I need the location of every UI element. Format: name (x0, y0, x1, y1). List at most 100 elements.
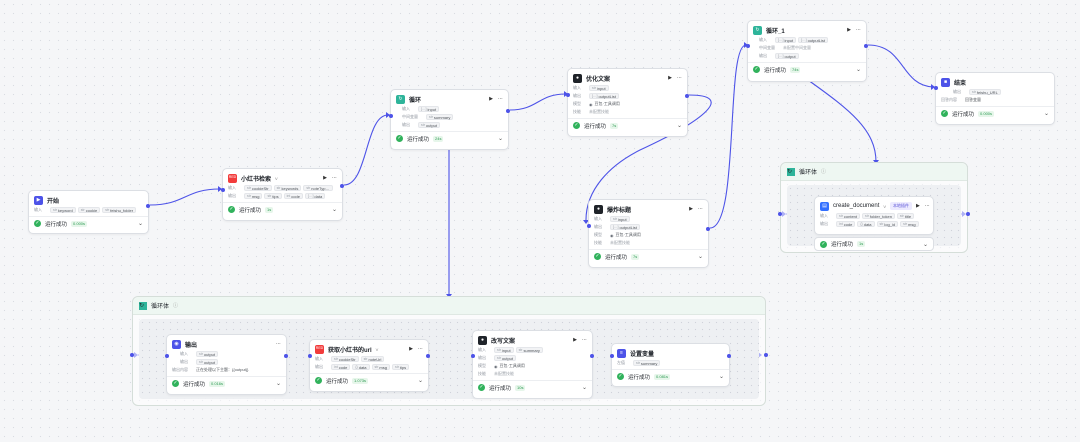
play-icon[interactable]: ▶ (323, 175, 327, 181)
input-port[interactable] (165, 354, 169, 358)
output-pill: […]outputList (610, 224, 640, 230)
chevron-down-icon[interactable]: ⌄ (718, 374, 724, 380)
run-status-bar[interactable]: ✓ 运行成功 24s ⌄ (391, 131, 508, 145)
chevron-down-icon[interactable]: ⌄ (676, 123, 682, 129)
container-input-port[interactable] (778, 212, 782, 216)
more-icon[interactable]: ⋯ (856, 27, 861, 33)
more-icon[interactable]: ⋯ (498, 96, 503, 102)
output-port[interactable] (864, 44, 868, 48)
input-port[interactable] (471, 354, 475, 358)
play-icon[interactable]: ▶ (489, 96, 493, 102)
play-icon[interactable]: ▶ (409, 346, 413, 352)
content-value: 正在处理以下主题：{{output}} (196, 367, 249, 372)
chevron-down-icon[interactable]: ⌄ (855, 67, 861, 73)
chevron-down-icon[interactable]: ⌄ (697, 254, 703, 260)
chevron-down-icon[interactable]: ⌄ (1043, 111, 1049, 117)
play-icon[interactable]: ▶ (689, 206, 693, 212)
more-icon[interactable]: ⋯ (276, 341, 281, 347)
run-status-bar[interactable]: ✓ 运行成功 1s ⌄ (223, 202, 342, 216)
output-port[interactable] (727, 354, 731, 358)
chevron-down-icon[interactable]: ⌄ (417, 378, 423, 384)
chevron-down-icon[interactable]: ⌄ (497, 136, 503, 142)
more-icon[interactable]: ⋯ (332, 175, 337, 181)
more-icon[interactable]: ⋯ (582, 337, 587, 343)
run-status-bar[interactable]: ✓ 运行成功 7s ⌄ (589, 249, 708, 263)
input-label: 输入 (228, 185, 236, 190)
skill-label: 技能 (573, 109, 581, 114)
run-status-bar[interactable]: ✓ 运行成功 1.073s ⌄ (310, 373, 428, 387)
success-check-icon: ✓ (34, 220, 41, 227)
container-input-port[interactable] (130, 353, 134, 357)
output-label: 输出 (180, 359, 188, 364)
input-port[interactable] (308, 354, 312, 358)
chevron-down-icon[interactable]: ⌄ (581, 385, 587, 391)
chevron-down-icon[interactable]: ⌄ (922, 241, 928, 248)
info-icon[interactable]: ⓘ (821, 169, 827, 175)
container-output-port[interactable] (966, 212, 970, 216)
output-port[interactable] (426, 354, 430, 358)
local-plugin-badge[interactable]: 本地插件 (890, 202, 913, 210)
run-status-bar[interactable]: ✓ 运行成功 0.000s ⌄ (936, 106, 1054, 120)
play-icon[interactable]: ▶ (847, 27, 851, 33)
play-icon[interactable]: ▶ (916, 203, 920, 209)
play-icon[interactable]: ▶ (668, 75, 672, 81)
more-icon[interactable]: ⋯ (418, 346, 423, 352)
skill-value: 未配置技能 (494, 371, 514, 376)
output-label: 输出 (953, 89, 961, 94)
output-pill: {}data (352, 364, 370, 370)
success-check-icon: ✓ (228, 206, 235, 213)
create-document-status[interactable]: ✓ 运行成功 1s ⌄ (814, 237, 934, 251)
play-icon[interactable]: ▶ (573, 337, 577, 343)
input-label: 输入 (478, 347, 486, 352)
output-port[interactable] (340, 184, 344, 188)
more-icon[interactable]: ⋯ (677, 75, 682, 81)
output-label: 输出 (759, 53, 767, 58)
chevron-down-icon[interactable]: ⌄ (331, 207, 337, 213)
more-icon[interactable]: ⋯ (698, 206, 703, 212)
info-icon[interactable]: ⓘ (173, 303, 179, 309)
run-status-bar[interactable]: ✓ 运行成功 10s ⌄ (473, 380, 592, 394)
chevron-down-icon[interactable]: ⌄ (137, 221, 143, 227)
input-port[interactable] (587, 224, 591, 228)
model-name: 豆包·工具调用 (594, 101, 620, 106)
output-port[interactable] (590, 354, 594, 358)
input-port[interactable] (746, 44, 750, 48)
run-status-bar[interactable]: ✓ 运行成功 0.016s ⌄ (167, 376, 286, 390)
run-status-bar[interactable]: ✓ 运行成功 74s ⌄ (748, 62, 866, 76)
run-status-bar[interactable]: ✓ 运行成功 0.000s ⌄ (29, 216, 148, 230)
output-port[interactable] (506, 109, 510, 113)
input-port[interactable] (610, 354, 614, 358)
output-port[interactable] (284, 354, 288, 358)
run-status-bar[interactable]: ✓ 运行成功 0.081s ⌄ (612, 369, 729, 383)
input-port[interactable] (934, 86, 938, 90)
input-pill: […]input (775, 37, 797, 43)
input-port[interactable] (221, 188, 225, 192)
chevron-down-icon[interactable]: ⌄ (275, 381, 281, 387)
run-time: 1s (265, 206, 274, 213)
container-output-port[interactable] (764, 353, 768, 357)
loop-1-node[interactable]: ↻ 循环_1 ▶⋯ 输入 […]input […]outputList 中间变量… (746, 20, 868, 82)
output-port[interactable] (685, 94, 689, 98)
run-status-bar[interactable]: ✓ 运行成功 7s ⌄ (568, 118, 687, 132)
more-icon[interactable]: ⋯ (924, 203, 930, 209)
output-port[interactable] (146, 204, 150, 208)
run-status-bar[interactable]: ✓ 运行成功 1s ⌄ (815, 238, 933, 250)
input-port[interactable] (566, 93, 570, 97)
output-port[interactable] (706, 227, 710, 231)
input-port[interactable] (389, 114, 393, 118)
input-label: 输入 (315, 356, 323, 361)
